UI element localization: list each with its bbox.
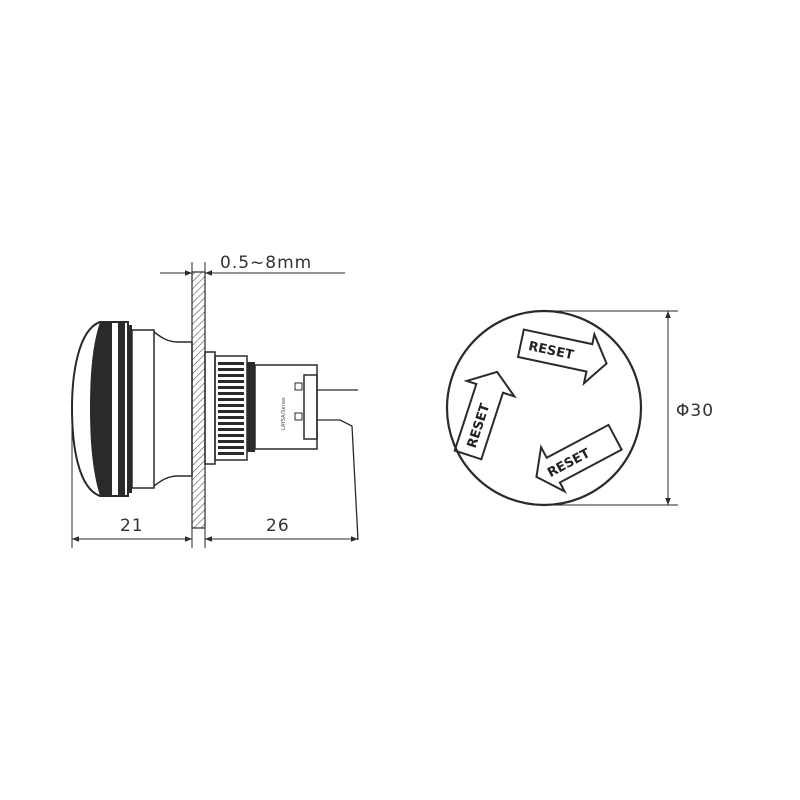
reset-arrow-3: RESET <box>535 423 624 494</box>
knurl-rib <box>218 380 244 383</box>
dim-panel-thickness: 0.5~8mm <box>160 253 345 286</box>
reset-arrow-2: RESET <box>453 370 517 461</box>
mushroom-head <box>70 321 129 497</box>
knurl-rib <box>218 452 244 455</box>
head-neck <box>153 331 193 487</box>
knurl-rib <box>218 392 244 395</box>
body-ring <box>247 362 255 452</box>
dim-panel-thickness-label: 0.5~8mm <box>220 253 312 273</box>
side-view: LAY5A/Series 0.5~8mm 21 26 <box>70 253 359 548</box>
knurl-rib <box>218 428 244 431</box>
front-view: RESET RESET RESET Φ30 <box>445 309 714 507</box>
knurl-rib <box>218 446 244 449</box>
terminal-window-top <box>294 382 303 391</box>
head-collar <box>131 329 155 489</box>
mounting-panel <box>191 271 206 529</box>
reset-label-3: RESET <box>545 446 593 481</box>
dim-diameter: Φ30 <box>544 310 714 506</box>
dim-body-depth-label: 26 <box>266 516 290 536</box>
knurl-rib <box>218 422 244 425</box>
head-band-3 <box>128 325 132 493</box>
dim-head-depth: 21 <box>71 420 193 548</box>
knurl-rib <box>218 368 244 371</box>
dim-head-depth-label: 21 <box>120 516 144 536</box>
reset-arrow-1: RESET <box>516 328 608 386</box>
head-band-1 <box>90 322 112 496</box>
terminal-housing <box>303 374 318 440</box>
knurl-rib <box>218 374 244 377</box>
body-marking: LAY5A/Series <box>281 397 287 430</box>
knurl-rib <box>218 404 244 407</box>
knurl-rib <box>218 362 244 365</box>
knurl-rib <box>218 416 244 419</box>
knurl-rib <box>218 440 244 443</box>
terminal-pin-bottom <box>317 419 359 541</box>
head-band-2 <box>118 322 125 496</box>
knurl-rib <box>218 386 244 389</box>
knurl-rib <box>218 434 244 437</box>
knurl-rib <box>218 398 244 401</box>
knurl-rib <box>218 410 244 413</box>
terminal-window-bottom <box>294 412 303 421</box>
threaded-body <box>214 355 248 461</box>
mounting-nut <box>204 351 216 465</box>
dim-body-depth: 26 <box>204 516 358 548</box>
dim-diameter-label: Φ30 <box>676 401 714 421</box>
